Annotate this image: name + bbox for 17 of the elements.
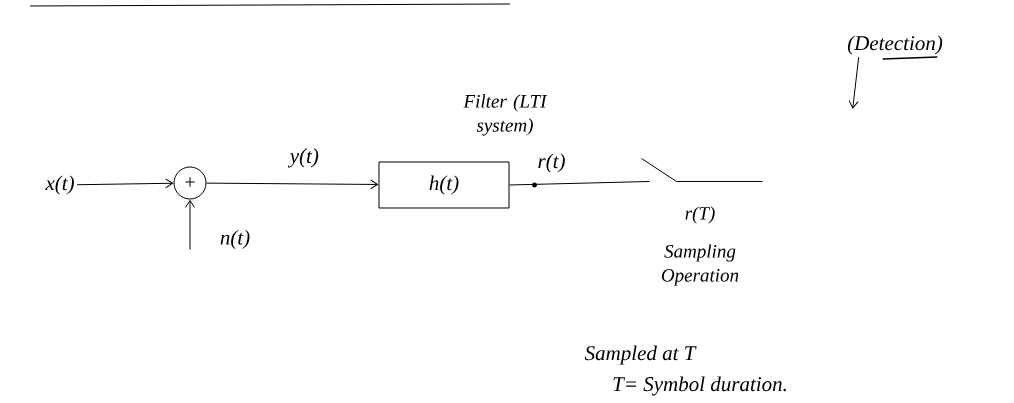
note-text: Sampled at T [584,345,697,365]
edge-label: n(t) [220,229,250,249]
edge-label: r(t) [538,153,565,173]
filter-box: h(t) [378,161,510,209]
arrow [206,179,379,190]
note-text: T= Symbol duration. [613,376,786,396]
sampler-switch [641,158,763,182]
signal-label: x(t) [45,175,74,195]
annotation-text: Sampling Operation [661,244,739,286]
arrow [76,178,174,189]
edge-label: y(t) [288,148,319,168]
annotation-text: r(T) [685,206,715,224]
arrow [848,56,860,109]
annotation-text: Filter (LTI system) [463,94,548,136]
detection-label: (Detection) [847,35,943,55]
arrow [185,199,195,250]
connector-line [509,181,650,188]
